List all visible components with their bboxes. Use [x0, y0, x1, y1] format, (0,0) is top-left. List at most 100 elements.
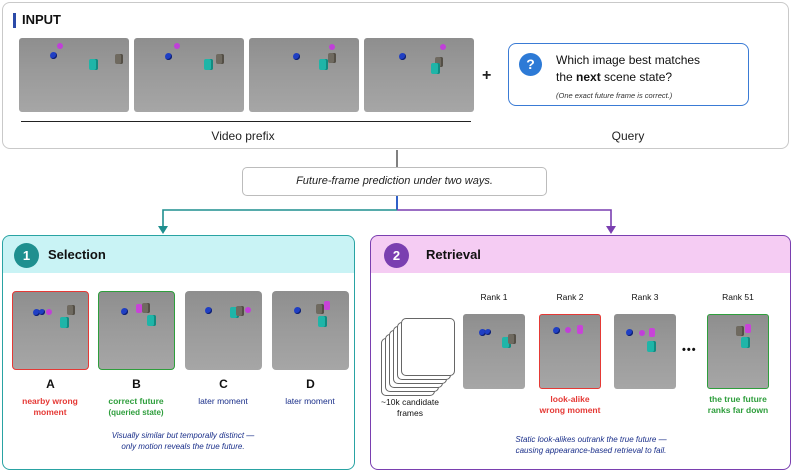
option-c-caption-line-1: later moment	[198, 396, 248, 406]
option-d-letter: D	[306, 377, 315, 391]
query-line-2-post: scene state?	[600, 70, 673, 84]
purple-sphere	[440, 44, 446, 50]
blue-sphere	[121, 308, 128, 315]
blue-sphere	[165, 53, 172, 60]
rank-51-caption-line-2: ranks far down	[707, 405, 769, 415]
blue-sphere	[293, 53, 300, 60]
selection-arrow-line	[162, 209, 397, 227]
prefix-frame-1	[19, 38, 129, 112]
prefix-frame-4	[364, 38, 474, 112]
cyan-cylinder	[647, 341, 656, 352]
option-d-caption: later moment	[265, 396, 355, 407]
blue-sphere	[479, 329, 486, 336]
blue-sphere	[33, 309, 40, 316]
retrieval-panel: 2 Retrieval ~10k candidate frames Rank 1…	[370, 235, 791, 470]
candidate-frames-label: ~10k candidate frames	[371, 397, 449, 419]
selection-panel: 1 Selection A B C D nearby wrong moment …	[2, 235, 355, 470]
question-icon: ?	[519, 53, 542, 76]
pink-cylinder	[324, 301, 330, 310]
option-b-caption-line-1: correct future	[108, 396, 164, 406]
selection-number-badge: 1	[14, 243, 39, 268]
query-line-2-pre: the	[556, 70, 577, 84]
prefix-frame-2	[134, 38, 244, 112]
cyan-cylinder	[319, 59, 328, 70]
blue-sphere	[294, 307, 301, 314]
gray-cube	[435, 57, 443, 67]
gray-cube	[142, 303, 150, 313]
retrieval-arrowhead	[606, 226, 616, 234]
gray-cube	[736, 326, 744, 336]
blue-sphere	[399, 53, 406, 60]
option-b-caption: correct future (queried state)	[91, 396, 181, 418]
cyan-cylinder	[230, 307, 239, 318]
gray-cube	[216, 54, 224, 64]
rank-2-caption-line-2: wrong moment	[539, 405, 601, 415]
input-panel: INPUT Video prefix + ? Which image best …	[2, 2, 789, 149]
gray-cube	[508, 334, 516, 344]
option-d-caption-line-1: later moment	[285, 396, 335, 406]
purple-sphere	[565, 327, 571, 333]
selection-footnote-line-2: only motion reveals the true future.	[121, 442, 245, 451]
option-a-caption-line-1: nearby wrong	[22, 396, 78, 406]
option-a-frame	[12, 291, 89, 370]
rank-2-caption-line-1: look-alike	[550, 394, 590, 404]
rank-2-label: Rank 2	[556, 292, 584, 302]
rank-51-caption-line-1: the true future	[709, 394, 767, 404]
plus-sign: +	[482, 67, 492, 84]
cyan-cylinder	[502, 337, 511, 348]
cyan-cylinder	[204, 59, 213, 70]
query-next-word: next	[576, 70, 601, 84]
candidate-stack-card	[401, 318, 455, 376]
rank-3-label: Rank 3	[631, 292, 659, 302]
ellipsis-dots: •••	[682, 344, 697, 356]
purple-sphere	[639, 330, 645, 336]
option-a-letter: A	[46, 377, 55, 391]
purple-sphere	[245, 307, 251, 313]
option-c-letter: C	[219, 377, 228, 391]
cyan-cylinder	[741, 337, 750, 348]
rank-51-caption: the true future ranks far down	[693, 394, 783, 416]
selection-arrowhead	[158, 226, 168, 234]
option-b-letter: B	[132, 377, 141, 391]
retrieval-footnote-line-1: Static look-alikes outrank the true futu…	[515, 435, 667, 444]
rank-1-frame	[463, 314, 525, 389]
rank-2-caption: look-alike wrong moment	[525, 394, 615, 416]
input-title: INPUT	[22, 12, 61, 27]
candidate-label-line-1: ~10k candidate	[381, 397, 439, 407]
rank-51-frame	[707, 314, 769, 389]
option-c-caption: later moment	[178, 396, 268, 407]
pink-cylinder	[745, 324, 751, 333]
gray-cube	[328, 53, 336, 63]
candidate-label-line-2: frames	[397, 408, 423, 418]
blue-sphere	[205, 307, 212, 314]
option-b-frame	[98, 291, 175, 370]
query-label: Query	[611, 129, 645, 143]
prefix-frame-3	[249, 38, 359, 112]
gray-cube	[236, 306, 244, 316]
query-note: (One exact future frame is correct.)	[556, 91, 673, 100]
pink-cylinder	[649, 328, 655, 337]
cyan-cylinder	[89, 59, 98, 70]
rank-51-label: Rank 51	[722, 292, 754, 302]
prefix-underline	[21, 121, 471, 122]
query-box: ? Which image best matches the next scen…	[508, 43, 749, 106]
video-prefix-label: Video prefix	[211, 129, 275, 143]
retrieval-footnote-line-2: causing appearance-based retrieval to fa…	[515, 446, 667, 455]
purple-sphere	[329, 44, 335, 50]
gray-cube	[316, 304, 324, 314]
cyan-cylinder	[147, 315, 156, 326]
rank-3-frame	[614, 314, 676, 389]
input-title-accent-bar	[13, 13, 16, 28]
pink-cylinder	[577, 325, 583, 334]
query-line-2: the next scene state?	[556, 70, 672, 84]
purple-sphere	[46, 309, 52, 315]
gray-cube	[115, 54, 123, 64]
retrieval-number-badge: 2	[384, 243, 409, 268]
rank-1-label: Rank 1	[480, 292, 508, 302]
option-c-frame	[185, 291, 262, 370]
retrieval-arrow-line	[397, 209, 612, 227]
cyan-cylinder	[431, 63, 440, 74]
blue-sphere	[39, 309, 45, 315]
selection-footnote: Visually similar but temporally distinct…	[63, 430, 303, 452]
